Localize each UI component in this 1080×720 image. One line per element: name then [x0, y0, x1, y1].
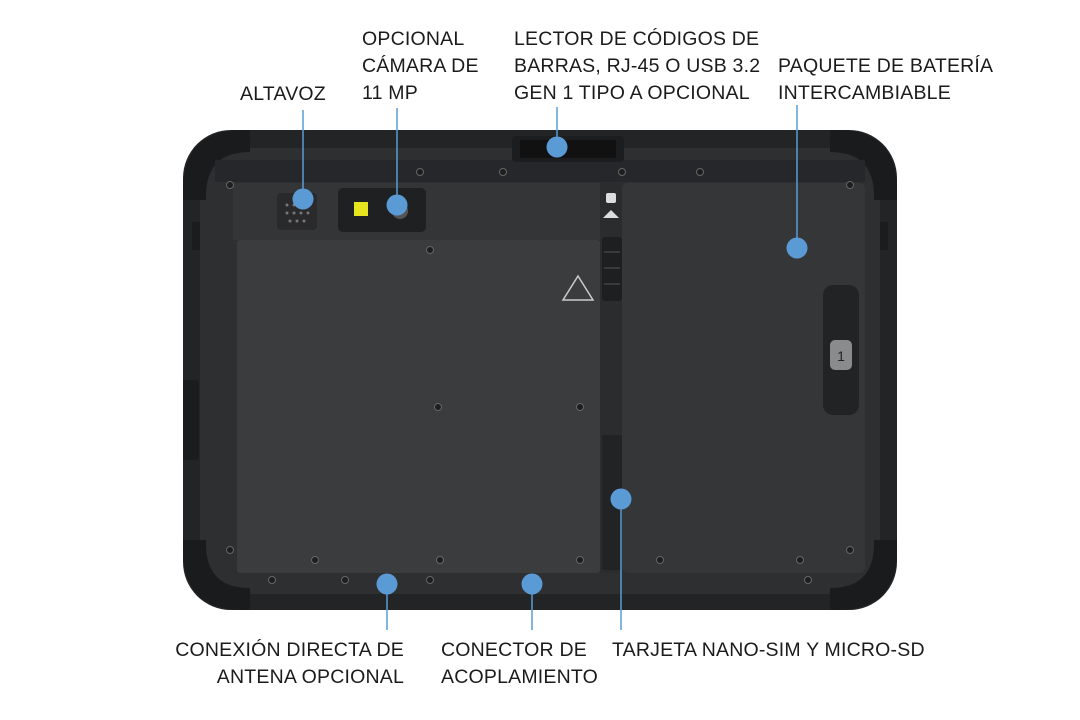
- label-line: TARJETA NANO-SIM Y MICRO-SD: [612, 639, 925, 661]
- label-line: OPCIONAL: [362, 28, 465, 50]
- label-sim: TARJETA NANO-SIM Y MICRO-SD: [612, 637, 925, 664]
- label-antenna: CONEXIÓN DIRECTA DE ANTENA OPCIONAL: [175, 637, 404, 691]
- rear-cover-panel: [237, 240, 600, 573]
- label-line: CÁMARA DE: [362, 55, 479, 77]
- label-line: ALTAVOZ: [240, 83, 326, 105]
- callout-dot-speaker: [292, 188, 314, 210]
- callout-dot-sim: [610, 488, 632, 510]
- label-line: CONECTOR DE: [441, 639, 587, 661]
- label-battery: PAQUETE DE BATERÍA INTERCAMBIABLE: [778, 53, 993, 107]
- label-line: BARRAS, RJ-45 O USB 3.2: [514, 55, 761, 77]
- cover-latch[interactable]: [602, 237, 622, 301]
- callout-dot-barcode: [546, 136, 568, 158]
- callout-dot-camera: [386, 194, 408, 216]
- label-line: INTERCAMBIABLE: [778, 82, 951, 104]
- battery-pack[interactable]: [622, 183, 865, 573]
- label-line: 11 MP: [362, 82, 418, 104]
- lock-icon: [603, 210, 619, 218]
- label-speaker: ALTAVOZ: [240, 81, 326, 108]
- camera-module: [338, 188, 426, 232]
- label-line: ANTENA OPCIONAL: [216, 666, 404, 688]
- callout-dot-docking: [521, 573, 543, 595]
- screws: [226, 168, 854, 584]
- corner-bumpers: [183, 130, 897, 610]
- latch-number: 1: [837, 348, 845, 364]
- callout-dot-battery: [786, 237, 808, 259]
- label-line: PAQUETE DE BATERÍA: [778, 55, 994, 77]
- label-camera: OPCIONAL CÁMARA DE 11 MP: [362, 26, 479, 107]
- label-docking: CONECTOR DE ACOPLAMIENTO: [441, 637, 598, 691]
- label-line: CONEXIÓN DIRECTA DE: [175, 639, 404, 661]
- label-line: LECTOR DE CÓDIGOS DE: [514, 28, 760, 50]
- callout-dot-antenna: [376, 573, 398, 595]
- label-line: ACOPLAMIENTO: [441, 666, 598, 688]
- side-port-cover[interactable]: [183, 380, 199, 460]
- label-barcode: LECTOR DE CÓDIGOS DE BARRAS, RJ-45 O USB…: [514, 26, 760, 107]
- label-line: GEN 1 TIPO A OPCIONAL: [514, 82, 750, 104]
- warning-icon: [561, 274, 595, 301]
- flash-icon: [354, 202, 368, 216]
